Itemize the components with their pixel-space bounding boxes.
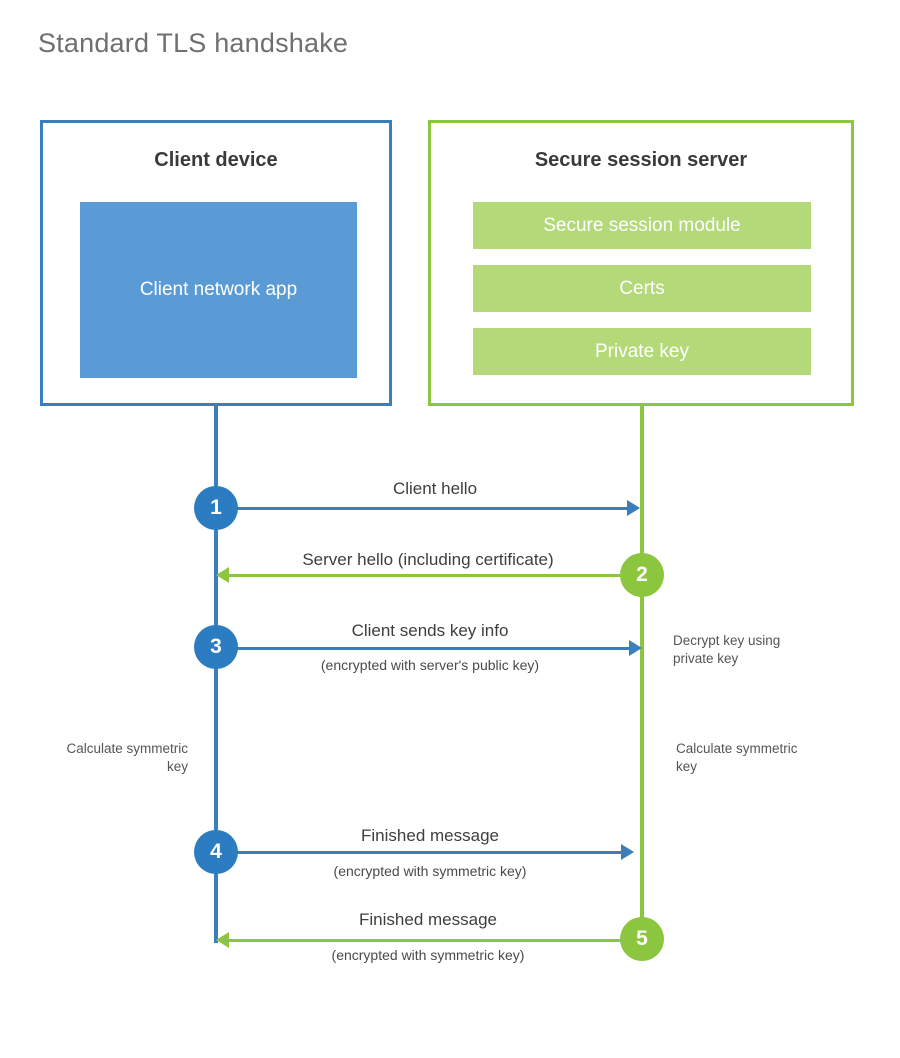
client-lifeline — [214, 405, 218, 943]
step-3-arrow-line — [218, 647, 630, 650]
secure-session-server-title: Secure session server — [534, 149, 748, 171]
step-4-marker: 4 — [194, 830, 238, 874]
step-3-marker: 3 — [194, 625, 238, 669]
step-5-message-label: Finished message — [359, 910, 497, 929]
client-device-title: Client device — [154, 149, 278, 171]
step-4-message-sublabel: (encrypted with symmetric key) — [333, 863, 527, 879]
server-component-certs: Certs — [473, 265, 811, 312]
step-1-marker: 1 — [194, 486, 238, 530]
step-3-arrow-head-icon — [629, 640, 642, 656]
server-component-private-key: Private key — [473, 328, 811, 375]
step-1-arrow-line — [218, 507, 628, 510]
step-5-arrow-head-icon — [216, 932, 229, 948]
annotation-server-calculate-symmetric-key: Calculate symmetric key — [676, 741, 798, 775]
page-title: Standard TLS handshake — [38, 28, 349, 58]
step-3-message-label: Client sends key info — [351, 621, 509, 640]
client-network-app-block: Client network app — [80, 202, 357, 378]
step-5-arrow-line — [228, 939, 628, 942]
step-2-message-label: Server hello (including certificate) — [302, 550, 554, 569]
annotation-server-decrypt-key: Decrypt key using private key — [673, 633, 781, 667]
server-lifeline — [640, 405, 644, 941]
step-3-message-sublabel: (encrypted with server's public key) — [320, 657, 540, 673]
step-1-arrow-head-icon — [627, 500, 640, 516]
step-2-arrow-head-icon — [216, 567, 229, 583]
step-4-arrow-head-icon — [621, 844, 634, 860]
secure-session-server-box: Secure session server Secure session mod… — [428, 120, 854, 406]
step-2-marker: 2 — [620, 553, 664, 597]
step-5-message-sublabel: (encrypted with symmetric key) — [331, 947, 525, 963]
step-4-message-label: Finished message — [361, 826, 499, 845]
annotation-client-calculate-symmetric-key: Calculate symmetric key — [66, 741, 188, 775]
client-device-box: Client device Client network app — [40, 120, 392, 406]
step-2-arrow-line — [228, 574, 628, 577]
step-4-arrow-line — [218, 851, 622, 854]
step-1-message-label: Client hello — [392, 479, 478, 498]
server-component-secure-session-module: Secure session module — [473, 202, 811, 249]
step-5-marker: 5 — [620, 917, 664, 961]
